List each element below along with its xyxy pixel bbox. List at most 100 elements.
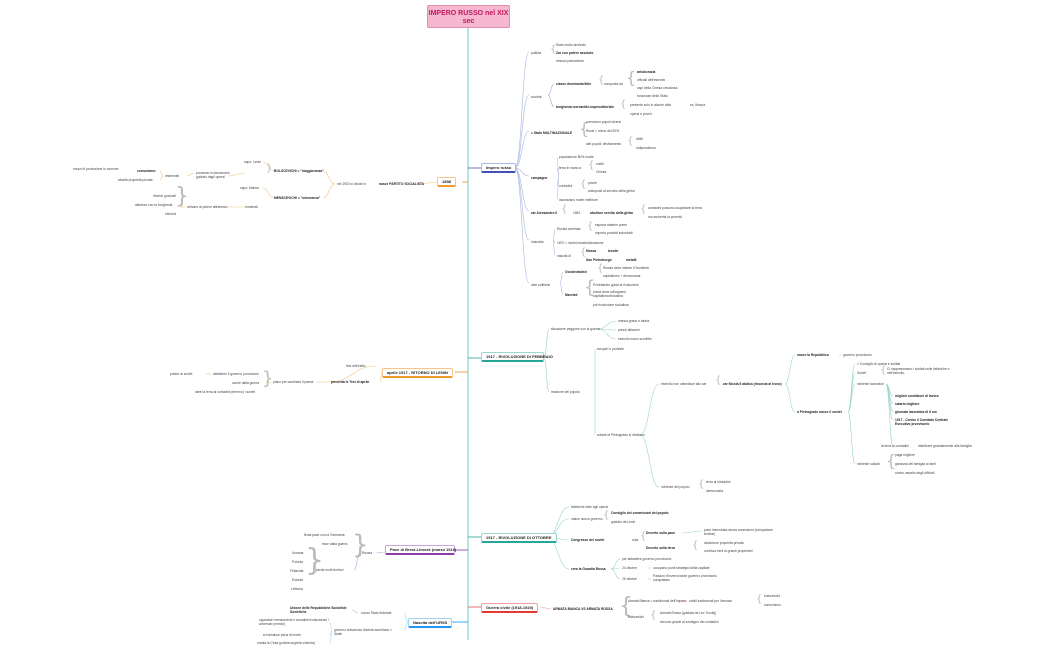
- node-pietrogrado-soviet: a Pietrogrado nasce il soviet: [797, 410, 842, 414]
- node-1861: 1861: [573, 211, 581, 215]
- node-prezzi-alti: prezzi altissimi: [618, 328, 640, 332]
- brace-icon: }: [175, 184, 189, 209]
- node-decreto-pace: Decreto sulla pace: [646, 531, 676, 535]
- node-metalli: metalli: [626, 258, 637, 262]
- connector-line: [847, 383, 856, 413]
- node-situazione-guerra: situazione peggiore con la guerra: [551, 327, 600, 331]
- node-russia-arretrata: Russia arretrata: [557, 227, 581, 231]
- connector-line: [328, 365, 377, 383]
- node-nobili-armata: nobili tradizionali per l'armata: [689, 599, 732, 603]
- node-zar-alessandro: zar Alessandro II: [531, 211, 558, 215]
- node-borghesia: borghesia mercantile-imprenditoriale: [556, 105, 615, 109]
- node-manca-grano: manca grano e farina: [618, 319, 650, 323]
- connector-line: [784, 383, 796, 413]
- connector-line: [514, 167, 530, 241]
- node-zar-abdica: zar Nicola II abdica (rinuncia al trono): [723, 382, 782, 386]
- connector-line: [514, 94, 530, 169]
- node-governo-autoritario: governo bolscevico diventa autoritario =…: [334, 628, 393, 636]
- node-russia: Russia: [362, 551, 373, 555]
- connector-line: [186, 172, 195, 177]
- node-comitato-centrale: 1917 - Contro il Comitato Centrale Esecu…: [895, 418, 949, 426]
- branch-ritorno-lenin[interactable]: aprile 1917 - RITORNO DI LENIN: [382, 368, 453, 378]
- branch-1898[interactable]: 1898: [437, 177, 456, 187]
- brace-icon: {: [603, 510, 610, 521]
- connector-line: [847, 363, 856, 413]
- connector-line: [547, 94, 555, 108]
- connector-line: [610, 568, 621, 580]
- node-bolscevichi: BOLSCEVICHI = "maggioranza": [274, 169, 324, 173]
- node-pace-immediata: pace immediata senza annessioni (conquis…: [704, 528, 773, 536]
- branch-rivoluzione-febbraio[interactable]: 1917 - RIVOLUZIONE DI FEBBRAIO: [481, 352, 553, 362]
- node-marxisti: Marxisti: [565, 293, 578, 297]
- node-vota: vota: [632, 538, 639, 542]
- node-24-ottobre: 24 ottobre: [622, 566, 637, 570]
- node-ceka: creata la Ceka (polizia segreta violenta…: [257, 641, 315, 645]
- connector-line: [784, 354, 796, 385]
- node-presente-citta: presente solo in alcune città: [630, 103, 671, 107]
- node-salario: salario migliore: [895, 402, 920, 406]
- node-funzionari: funzionari dello Stato: [637, 94, 668, 98]
- node-convivono-popoli: convivono popoli diversi: [586, 120, 622, 124]
- node-tessile: tessile: [608, 249, 619, 253]
- connector-line: [353, 552, 361, 571]
- branch-guerra-civile[interactable]: Guerra civile (1918-1920): [481, 603, 539, 613]
- brace-icon: {: [640, 531, 647, 542]
- node-abbattere-provvisorio: abbattere il governo provvisorio: [213, 372, 259, 376]
- node-sostegno-contadini: vincono grazie al sostegno dei contadini: [660, 620, 719, 624]
- node-pena-morte: si introduce pena di morte: [263, 633, 301, 637]
- node-campagne: campagne: [531, 176, 548, 180]
- brace-icon: {: [715, 375, 722, 386]
- node-imitare-occidente: Russia deve imitare l'Occidente: [603, 266, 650, 270]
- branch-nascita-urss[interactable]: Nascita dell'URSS: [408, 618, 453, 628]
- node-comunismo: comunismo: [137, 169, 156, 173]
- brace-icon: {: [627, 136, 634, 147]
- node-consiglio-commissari: Consiglio dei commissari del popolo: [611, 511, 669, 515]
- node-capi-chiesa: capi della Chiesa ortodossa: [637, 86, 678, 90]
- root-topic[interactable]: IMPERO RUSSO nel XIX sec: [427, 5, 510, 28]
- node-finlandia: Finlandia: [290, 569, 304, 573]
- node-perde-territori: perde molti territori: [316, 568, 344, 572]
- node-capitalismo-democrazia: capitalismo + democrazia: [603, 274, 641, 278]
- connector-line: [375, 551, 386, 554]
- branch-pace-brest-litovsk[interactable]: Pace di Brest-Litovsk (marzo 1918): [385, 545, 456, 555]
- node-es-mosca: es. Mosca: [690, 103, 706, 107]
- node-capo-martov: capo: Martov: [240, 186, 260, 190]
- node-nuovo-governo: nasce nuovo governo: [571, 517, 603, 521]
- connector-line: [159, 175, 164, 181]
- node-politica: politica: [531, 51, 542, 55]
- brace-icon: {: [597, 263, 604, 274]
- node-popolazione-rurale: popolazione 80% rurale: [559, 155, 594, 159]
- node-richieste-lavoratori: richieste lavoratori: [857, 382, 884, 386]
- node-moderati: moderati: [245, 205, 258, 209]
- node-societa: società: [531, 95, 542, 99]
- node-fabbriche-operai: fabbriche date agli operai: [571, 505, 609, 509]
- brace-icon: {: [620, 99, 627, 110]
- connector-line: [885, 383, 894, 447]
- node-nascita-di: nascita di: [557, 254, 571, 258]
- node-chiesa: Chiesa: [596, 170, 607, 174]
- node-polonia: Polonia: [292, 560, 303, 564]
- node-soldati-ribellano: soldati di Pietrogrado si ribellano: [597, 433, 645, 437]
- connector-line: [262, 187, 275, 199]
- node-otto-ore: giornata lavorativa di 8 ore: [895, 410, 937, 414]
- connector-line: [552, 239, 556, 257]
- node-riforme-graduali: riforme graduali: [153, 194, 176, 198]
- connector-line: [418, 181, 438, 185]
- branch-rivoluzione-ottobre[interactable]: 1917 - RIVOLUZIONE DI OTTOBRE: [481, 533, 557, 543]
- connector-line: [514, 51, 530, 169]
- node-decreto-terra: Decreto sulla terra: [646, 546, 675, 550]
- node-condizioni-lavoro: migliori condizioni di lavoro: [895, 394, 939, 398]
- connector-line: [262, 161, 275, 172]
- brace-icon: {: [692, 540, 699, 551]
- node-processo-operai: processo rivoluzionario guidato dagli op…: [196, 171, 230, 179]
- connector-line: [547, 83, 555, 96]
- node-terra-in-mano: terra in mano a: [559, 166, 582, 170]
- node-armata-bianca: Armata Bianca = tradizionali dell'Impero: [628, 599, 687, 603]
- node-soviet: Soviet: [857, 371, 867, 375]
- node-aristocrazia: aristocrazia: [637, 70, 656, 74]
- branch-impero-russo[interactable]: Impero russo: [481, 163, 517, 173]
- brace-icon: }: [262, 368, 274, 389]
- brace-icon: {: [698, 479, 705, 490]
- connector-line: [543, 357, 550, 393]
- brace-icon: {: [640, 204, 647, 215]
